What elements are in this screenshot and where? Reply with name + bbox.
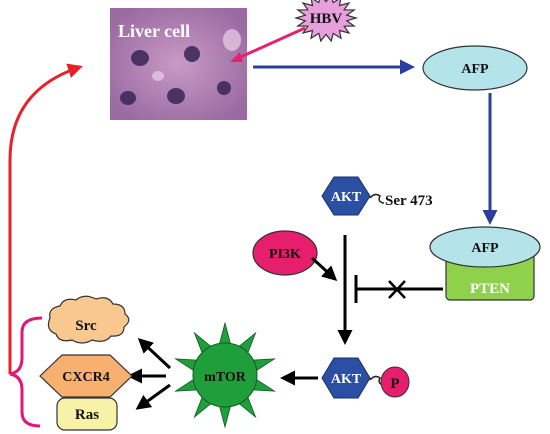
akt-node-top: AKT bbox=[321, 176, 371, 216]
afp-pten-complex: AFP PTEN bbox=[429, 226, 541, 301]
pten-inhibition-blocked bbox=[354, 275, 443, 303]
src-label: Src bbox=[75, 318, 97, 334]
mtor-spike bbox=[218, 321, 232, 347]
pten-label: PTEN bbox=[470, 281, 510, 297]
phosphate-label: P bbox=[390, 376, 399, 392]
afp-top-label: AFP bbox=[461, 62, 489, 77]
mtor-to-ras-arrow bbox=[135, 383, 171, 410]
akt-node-bottom: AKT bbox=[321, 357, 371, 399]
cxcr4-node: CXCR4 bbox=[39, 354, 133, 398]
pi3k-node: PI3K bbox=[252, 230, 318, 276]
ras-label: Ras bbox=[75, 407, 99, 423]
afp-complex-node bbox=[429, 226, 541, 268]
hbv-label: HBV bbox=[310, 11, 343, 27]
pi3k-arrow bbox=[310, 256, 338, 282]
feedback-to-liver-arrow bbox=[8, 63, 83, 374]
mtor-label: mTOR bbox=[204, 370, 247, 385]
ser473-label: Ser 473 bbox=[385, 193, 433, 209]
hbv-to-liver-arrow bbox=[230, 26, 306, 62]
ser473-link-icon bbox=[369, 193, 385, 204]
cxcr4-label: CXCR4 bbox=[62, 370, 109, 385]
ras-node: Ras bbox=[56, 397, 118, 431]
mtor-spike bbox=[218, 403, 232, 429]
afp-complex-label: AFP bbox=[471, 241, 499, 256]
mtor-to-src-arrow bbox=[137, 337, 172, 370]
src-node: Src bbox=[47, 295, 130, 344]
liver-cell-image: Liver cell bbox=[110, 8, 247, 120]
akt-bottom-label: AKT bbox=[331, 372, 362, 387]
phosphate-node: P bbox=[380, 366, 410, 398]
mtor-node: mTOR bbox=[174, 321, 276, 429]
akt-top-label: AKT bbox=[331, 190, 362, 205]
pi3k-label: PI3K bbox=[269, 247, 301, 262]
liver-cell-label: Liver cell bbox=[118, 21, 190, 41]
hbv-node: HBV bbox=[293, 0, 359, 43]
target-group-bracket bbox=[9, 316, 43, 428]
afp-node-top: AFP bbox=[422, 45, 528, 91]
